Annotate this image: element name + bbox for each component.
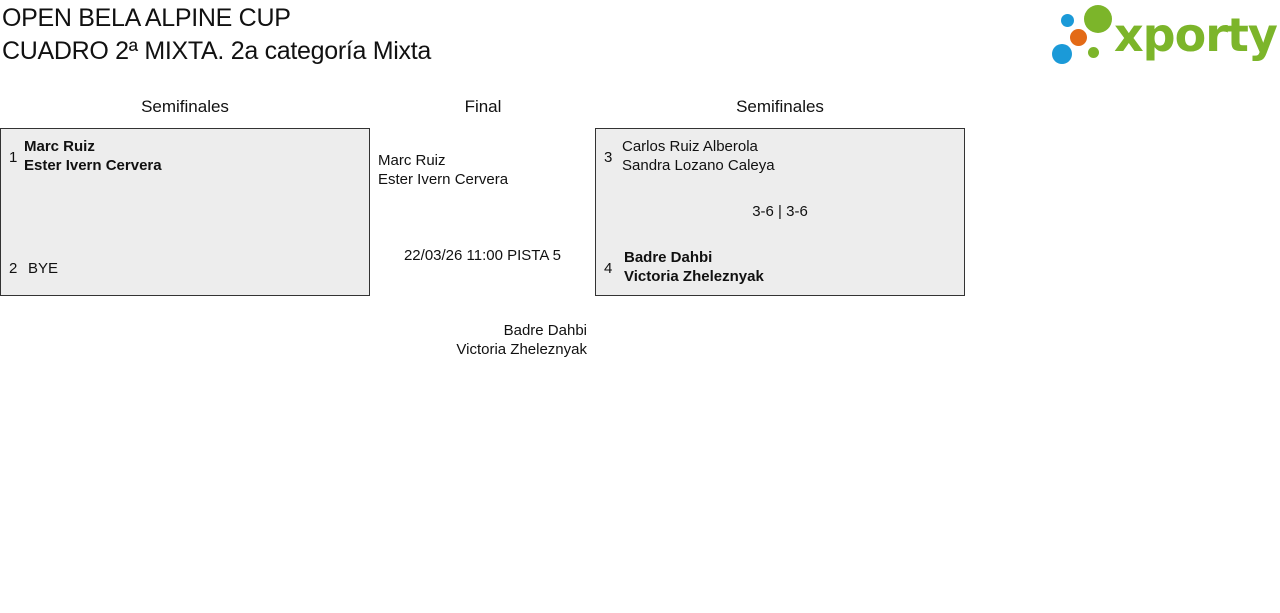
team-top-players: Marc Ruiz Ester Ivern Cervera bbox=[24, 137, 162, 175]
player-name: Sandra Lozano Caleya bbox=[622, 157, 775, 174]
logo-dot-orange-icon bbox=[1070, 29, 1087, 46]
team-seed: 1 bbox=[9, 149, 18, 166]
team-top-players: Carlos Ruiz Alberola Sandra Lozano Caley… bbox=[622, 137, 775, 175]
column-header-left-semifinals: Semifinales bbox=[141, 97, 229, 116]
player-name: Victoria Zheleznyak bbox=[624, 268, 764, 285]
player-name: BYE bbox=[28, 260, 59, 277]
player-name: Marc Ruiz bbox=[378, 152, 446, 169]
semifinal-left-match[interactable]: 1 Marc Ruiz Ester Ivern Cervera 2 BYE bbox=[0, 128, 370, 296]
final-team-bottom[interactable]: Badre Dahbi Victoria Zheleznyak bbox=[370, 321, 587, 359]
final-schedule: 22/03/26 11:00 PISTA 5 bbox=[403, 247, 562, 264]
player-name: Ester Ivern Cervera bbox=[24, 157, 162, 174]
player-name: Carlos Ruiz Alberola bbox=[622, 138, 758, 155]
draw-category-title: CUADRO 2ª MIXTA. 2a categoría Mixta bbox=[2, 37, 431, 65]
player-name: Victoria Zheleznyak bbox=[456, 341, 587, 358]
team-seed: 3 bbox=[604, 149, 613, 166]
semifinal-right-match[interactable]: 3 Carlos Ruiz Alberola Sandra Lozano Cal… bbox=[595, 128, 965, 296]
column-header-right-semifinals: Semifinales bbox=[736, 97, 824, 116]
team-seed: 4 bbox=[604, 260, 613, 277]
player-name: Badre Dahbi bbox=[624, 249, 713, 266]
column-header-final: Final bbox=[464, 97, 502, 116]
logo-dot-green-icon bbox=[1084, 5, 1112, 33]
xporty-logo[interactable]: xporty bbox=[1050, 4, 1278, 66]
logo-wordmark: xporty bbox=[1114, 8, 1278, 62]
player-name: Ester Ivern Cervera bbox=[378, 171, 509, 188]
team-bottom-players: Badre Dahbi Victoria Zheleznyak bbox=[624, 248, 764, 286]
logo-dot-blue-bottom-icon bbox=[1052, 44, 1072, 64]
team-bottom-players: BYE bbox=[28, 259, 58, 278]
player-name: Badre Dahbi bbox=[503, 322, 587, 339]
final-team-top[interactable]: Marc Ruiz Ester Ivern Cervera bbox=[378, 151, 508, 189]
player-name: Marc Ruiz bbox=[24, 138, 95, 155]
logo-dot-green-small-icon bbox=[1088, 47, 1099, 58]
logo-dot-blue-top-icon bbox=[1061, 14, 1074, 27]
tournament-title: OPEN BELA ALPINE CUP bbox=[2, 4, 291, 32]
team-seed: 2 bbox=[9, 260, 18, 277]
match-score: 3-6 | 3-6 bbox=[752, 203, 808, 220]
